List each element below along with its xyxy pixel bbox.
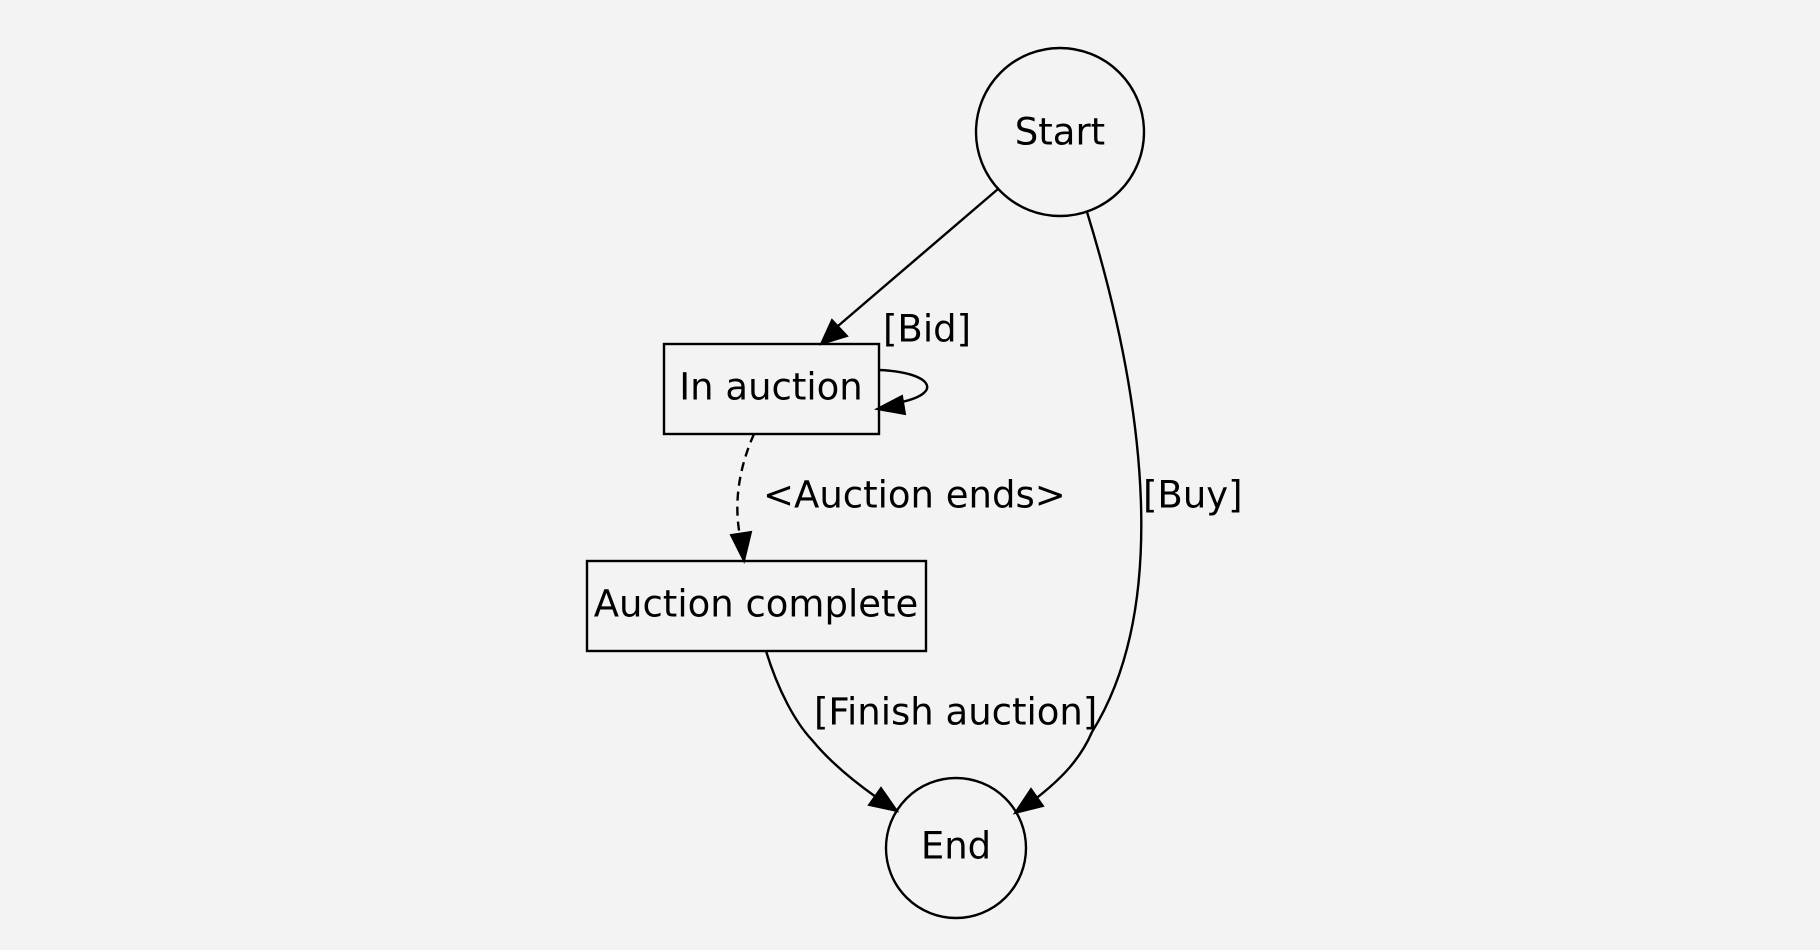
edge-line bbox=[1033, 211, 1143, 801]
edge-buy: [Buy] bbox=[1012, 211, 1243, 815]
auction-ends-label: <Auction ends> bbox=[763, 474, 1066, 517]
buy-label: [Buy] bbox=[1143, 474, 1243, 517]
edge-line bbox=[764, 650, 877, 798]
end-circle bbox=[884, 776, 1028, 920]
edge-start-to-in-auction bbox=[819, 188, 999, 346]
edge-finish-auction: [Finish auction] bbox=[764, 650, 1097, 813]
node-auction-complete: Auction complete bbox=[585, 559, 928, 653]
edge-line bbox=[736, 433, 756, 537]
arrowhead-icon bbox=[867, 786, 900, 813]
start-label: Start bbox=[1015, 111, 1105, 154]
finish-auction-label: [Finish auction] bbox=[814, 691, 1097, 734]
edge-line bbox=[837, 188, 999, 327]
in-auction-label: In auction bbox=[679, 366, 862, 409]
edge-bid-loop: [Bid] bbox=[873, 308, 971, 416]
node-start: Start bbox=[974, 46, 1146, 218]
auction-complete-box bbox=[585, 559, 928, 653]
bid-label: [Bid] bbox=[883, 308, 971, 351]
arrowhead-icon bbox=[819, 318, 849, 346]
arrowhead-icon bbox=[1012, 787, 1045, 815]
auction-complete-label: Auction complete bbox=[594, 583, 919, 626]
edge-line bbox=[878, 368, 929, 404]
arrowhead-icon bbox=[873, 394, 907, 416]
arrowhead-icon bbox=[729, 530, 753, 564]
in-auction-box bbox=[662, 342, 881, 436]
start-circle bbox=[974, 46, 1146, 218]
node-end: End bbox=[884, 776, 1028, 920]
edge-auction-ends: <Auction ends> bbox=[729, 433, 1066, 564]
node-in-auction: In auction bbox=[662, 342, 881, 436]
end-label: End bbox=[921, 825, 991, 868]
